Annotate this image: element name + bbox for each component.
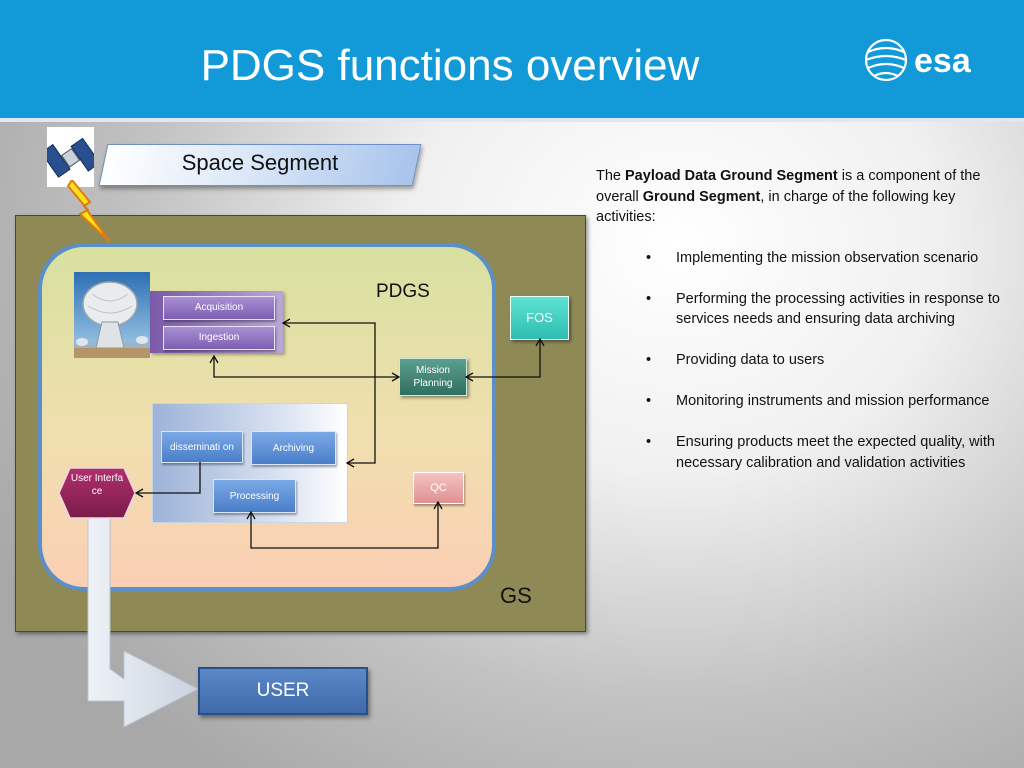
lightning-bolt-icon — [66, 180, 111, 243]
list-item: •Performing the processing activities in… — [646, 290, 1000, 328]
esa-logo-text: esa — [914, 42, 972, 80]
description-intro: The Payload Data Ground Segment is a com… — [596, 168, 981, 225]
gs-term: Ground Segment — [642, 188, 761, 205]
mission-planning-box: Mission Planning — [399, 358, 467, 396]
ingestion-box: Ingestion — [163, 326, 275, 350]
mission-planning-label: Mission Planning — [413, 365, 453, 389]
slide-title: PDGS functions overview — [200, 41, 700, 90]
qc-box: QC — [413, 472, 464, 504]
space-segment-label: Space Segment — [181, 150, 339, 175]
fos-box: FOS — [510, 296, 569, 340]
pdgs-term: Payload Data Ground Segment — [625, 168, 838, 184]
list-item: •Providing data to users — [646, 352, 825, 368]
list-item: •Monitoring instruments and mission perf… — [646, 393, 990, 409]
user-box: USER — [198, 667, 368, 715]
ground-segment-label: GS — [500, 583, 532, 608]
esa-logo: esa — [864, 38, 972, 82]
antenna-dish-icon — [74, 272, 150, 358]
user-flow-arrow — [87, 515, 199, 728]
user-interface-label: User Interfa ce — [70, 473, 124, 497]
acquisition-box: Acquisition — [163, 296, 275, 320]
archiving-box: Archiving — [251, 431, 336, 465]
processing-label: Processing — [229, 490, 280, 502]
header-divider — [0, 118, 1024, 122]
user-interface-hexagon — [58, 467, 136, 519]
activities-list: •Implementing the mission observation sc… — [596, 248, 1008, 474]
dissemination-label: disseminati on — [170, 441, 234, 453]
slide-header — [0, 0, 1024, 118]
list-item: •Implementing the mission observation sc… — [646, 249, 979, 266]
satellite-icon — [47, 127, 94, 187]
esa-globe-icon — [864, 38, 908, 82]
archiving-label: Archiving — [272, 442, 315, 454]
description-text: The Payload Data Ground Segment is a com… — [596, 166, 1008, 494]
list-item: •Ensuring products meet the expected qua… — [646, 434, 995, 471]
dissemination-box: disseminati on — [161, 431, 243, 463]
pdgs-label: PDGS — [376, 281, 430, 302]
processing-box: Processing — [213, 479, 296, 513]
